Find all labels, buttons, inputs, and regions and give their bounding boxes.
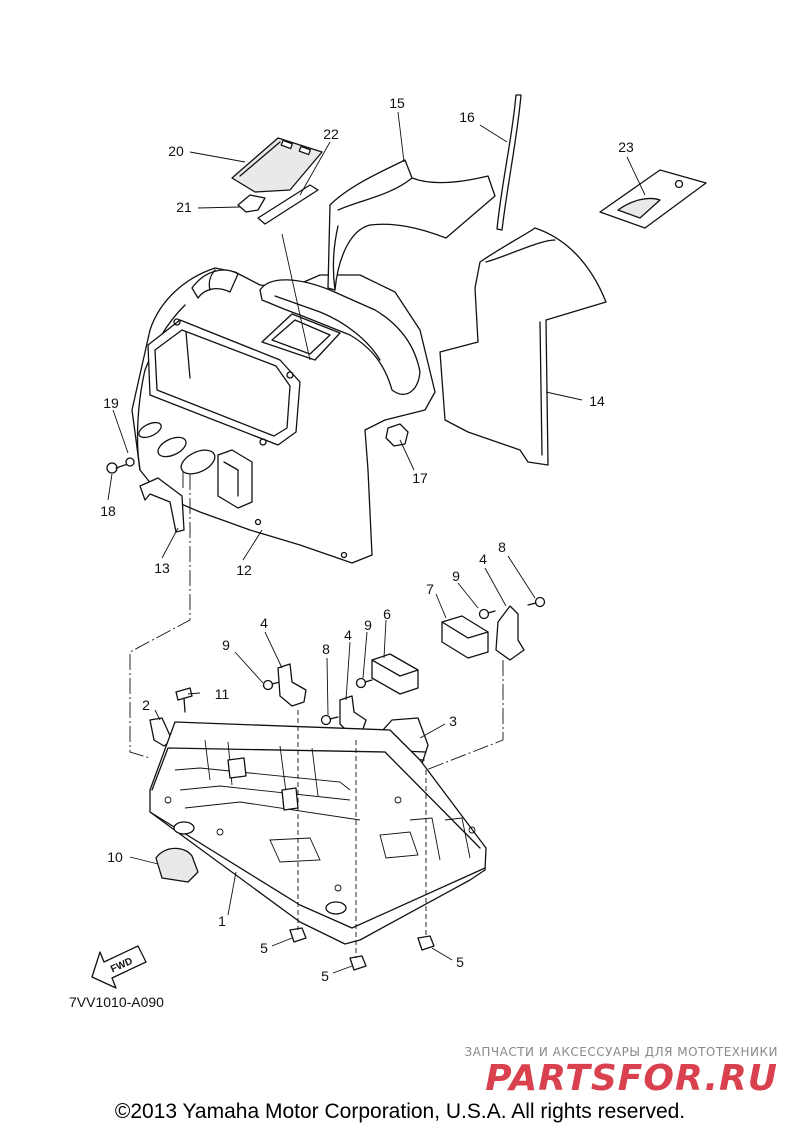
callout-1: 1 <box>218 913 226 929</box>
callout-18: 18 <box>100 503 116 519</box>
drawing-code: 7VV1010-A090 <box>69 994 164 1010</box>
callout-4: 4 <box>260 615 268 631</box>
callout-13: 13 <box>154 560 170 576</box>
front-pad-part <box>155 847 199 883</box>
callout-19: 19 <box>103 395 119 411</box>
callout-6: 6 <box>383 606 391 622</box>
side-cover-part <box>439 227 607 466</box>
part-callouts: 1 2 3 4 4 4 5 5 5 6 7 8 8 9 9 9 10 11 12… <box>100 95 634 984</box>
callout-10: 10 <box>107 849 123 865</box>
callout-7: 7 <box>426 581 434 597</box>
callout-3: 3 <box>449 713 457 729</box>
callout-23: 23 <box>618 139 634 155</box>
inner-panel-part <box>327 159 496 291</box>
fastener-parts <box>106 457 546 971</box>
callout-4: 4 <box>344 627 352 643</box>
lid-assembly <box>231 137 323 225</box>
bottom-cowling-part <box>149 721 487 945</box>
watermark-logo: PARTSFOR.RU <box>485 1058 778 1099</box>
bracket-parts <box>277 605 525 735</box>
callout-5: 5 <box>321 968 329 984</box>
callout-15: 15 <box>389 95 405 111</box>
copyright-notice: ©2013 Yamaha Motor Corporation, U.S.A. A… <box>114 1100 686 1123</box>
callout-16: 16 <box>459 109 475 125</box>
label-plate-part <box>599 169 707 229</box>
callout-17: 17 <box>412 470 428 486</box>
callout-22: 22 <box>323 126 339 142</box>
callout-12: 12 <box>236 562 252 578</box>
callout-21: 21 <box>176 199 192 215</box>
callout-9: 9 <box>222 637 230 653</box>
callout-8: 8 <box>322 641 330 657</box>
leader-lines <box>107 111 646 974</box>
callout-2: 2 <box>142 697 150 713</box>
callout-8: 8 <box>498 539 506 555</box>
forward-direction-arrow: FWD <box>91 945 147 989</box>
assembly-guide-lines <box>129 233 504 958</box>
callout-5: 5 <box>260 940 268 956</box>
callout-9: 9 <box>452 568 460 584</box>
callout-9: 9 <box>364 617 372 633</box>
callout-20: 20 <box>168 143 184 159</box>
callout-14: 14 <box>589 393 605 409</box>
watermark: ЗАПЧАСТИ И АКСЕССУАРЫ ДЛЯ МОТОТЕХНИКИ PA… <box>464 1045 778 1099</box>
top-cover-part <box>131 267 436 564</box>
callout-4: 4 <box>479 551 487 567</box>
seal-strip-part <box>496 94 522 231</box>
block-parts <box>371 615 489 695</box>
watermark-tagline: ЗАПЧАСТИ И АКСЕССУАРЫ ДЛЯ МОТОТЕХНИКИ <box>464 1045 778 1059</box>
callout-5: 5 <box>456 954 464 970</box>
callout-11: 11 <box>215 686 230 702</box>
